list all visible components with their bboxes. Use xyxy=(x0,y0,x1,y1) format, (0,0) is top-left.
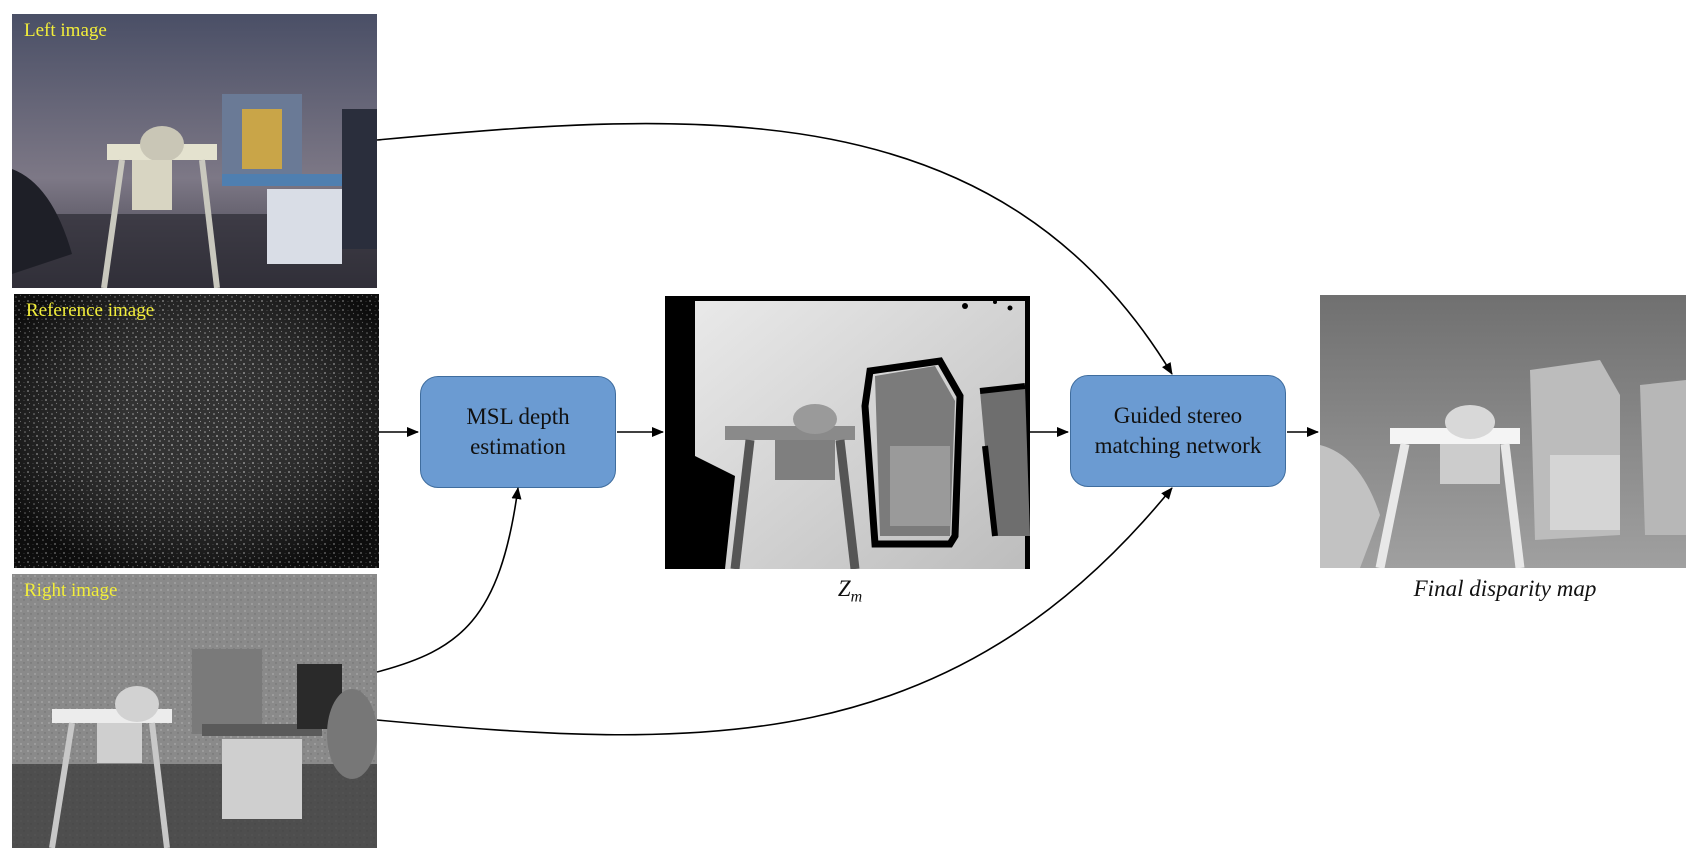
right-image-label: Right image xyxy=(24,580,118,601)
zm-depth-map xyxy=(665,296,1030,569)
guided-block-line2: matching network xyxy=(1094,433,1262,458)
guided-block-line1: Guided stereo xyxy=(1113,403,1243,428)
left-image-photo xyxy=(12,14,377,288)
final-disparity-caption: Final disparity map xyxy=(1413,576,1597,601)
right-image-photo xyxy=(12,574,377,848)
msl-depth-estimation-block: MSL depth estimation xyxy=(420,376,616,488)
arrow-right-to-msl xyxy=(376,487,522,673)
arrow-left-to-guided xyxy=(376,122,1173,375)
reference-image: Reference image xyxy=(14,294,379,568)
reference-image-label: Reference image xyxy=(26,300,155,321)
left-image-label: Left image xyxy=(24,20,107,41)
arrow-right-to-guided xyxy=(376,487,1173,736)
msl-block-line1: MSL depth xyxy=(466,404,570,429)
guided-stereo-matching-block: Guided stereo matching network xyxy=(1070,375,1286,487)
reference-image-speckle xyxy=(14,294,379,568)
zm-caption-subscript: m xyxy=(850,588,863,606)
zm-caption-base: Z xyxy=(837,576,851,601)
zm-depth-map-image xyxy=(665,296,1030,569)
msl-block-line2: estimation xyxy=(470,434,566,459)
left-image: Left image xyxy=(12,14,377,288)
final-disparity-map xyxy=(1320,295,1686,568)
right-image: Right image xyxy=(12,574,377,848)
final-disparity-map-image xyxy=(1320,295,1686,568)
zm-caption: Zm xyxy=(800,576,900,607)
